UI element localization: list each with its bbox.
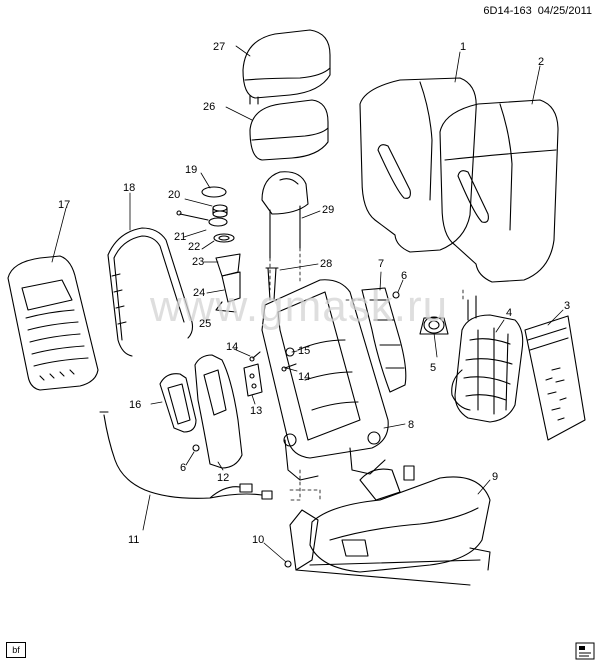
frame-wire-18: [107, 227, 194, 357]
callout-15: 15: [298, 345, 311, 357]
callout-26: 28: [320, 258, 333, 270]
back-panel-17: [7, 255, 99, 391]
callout-14-upper: 14: [226, 341, 239, 353]
callout-27: 29: [322, 204, 335, 216]
callout-11: 11: [128, 534, 140, 546]
callout-22: 22: [188, 241, 201, 253]
guide-cap-19: [201, 186, 227, 198]
callout-24: 24: [193, 287, 206, 299]
corner-tag: bf: [6, 642, 26, 658]
callout-4: 4: [506, 307, 513, 319]
callout-9: 9: [492, 471, 499, 483]
routing-lines: [269, 247, 464, 501]
callout-3: 3: [564, 300, 571, 312]
diagram-date: 04/25/2011: [537, 5, 592, 17]
callout-25: 25: [199, 318, 212, 330]
callout-19: 19: [185, 164, 198, 176]
callout-13: 13: [250, 405, 263, 417]
callout-7: 7: [378, 258, 385, 270]
seatback-cover-2: [439, 99, 559, 283]
watermark: www.gmask.ru: [150, 282, 449, 331]
diagram-code: 6D14-163: [483, 5, 532, 17]
head-restraint-lower: [249, 99, 329, 161]
callout-16: 16: [129, 399, 142, 411]
callout-12: 12: [217, 472, 230, 484]
guide-20: [212, 204, 228, 218]
guide-21: [176, 210, 228, 227]
diagram-header: 6D14-163 04/25/2011: [483, 5, 592, 17]
seatback-frame-8: [261, 279, 389, 481]
callout-17: 17: [58, 199, 71, 211]
seat-cushion-9: [289, 465, 491, 586]
callout-2: 2: [538, 56, 545, 68]
leader-lines: [51, 45, 564, 563]
callout-23: 23: [192, 256, 205, 268]
callout-1: 1: [460, 41, 467, 53]
fastener-6-bottom: [192, 444, 200, 452]
callout-10: 10: [252, 534, 265, 546]
headrest-frame-27: [261, 171, 309, 259]
bezel-16: [159, 373, 197, 433]
bolt-14-lower: [281, 363, 297, 372]
guide-sleeve-26: [265, 267, 279, 301]
fastener-10: [284, 560, 292, 568]
callout-18: 18: [123, 182, 136, 194]
heater-pad-3: [524, 315, 586, 441]
wiring-harness-11: [99, 411, 273, 500]
callout-8: 8: [408, 419, 415, 431]
callout-6-top: 6: [401, 270, 408, 282]
callout-5: 5: [430, 362, 437, 374]
side-panel-12: [194, 354, 243, 469]
callout-14-lower: 14: [298, 371, 311, 383]
document-icon: [575, 642, 595, 660]
callout-29: 27: [213, 41, 226, 53]
switch-13: [243, 363, 263, 397]
head-restraint-upper: [242, 29, 331, 105]
callout-20: 20: [168, 189, 181, 201]
callout-28: 26: [203, 101, 216, 113]
side-trim-7: [361, 287, 407, 393]
callout-21: 21: [174, 231, 187, 243]
guide-25: [215, 301, 237, 313]
guide-22: [213, 233, 235, 243]
fastener-6-top: [392, 291, 400, 299]
bolt-14-upper: [249, 351, 261, 362]
guide-24: [221, 271, 241, 303]
seatback-cover-1: [359, 77, 477, 253]
lumbar-support-4: [451, 295, 524, 423]
callout-6-bottom: 6: [180, 462, 187, 474]
